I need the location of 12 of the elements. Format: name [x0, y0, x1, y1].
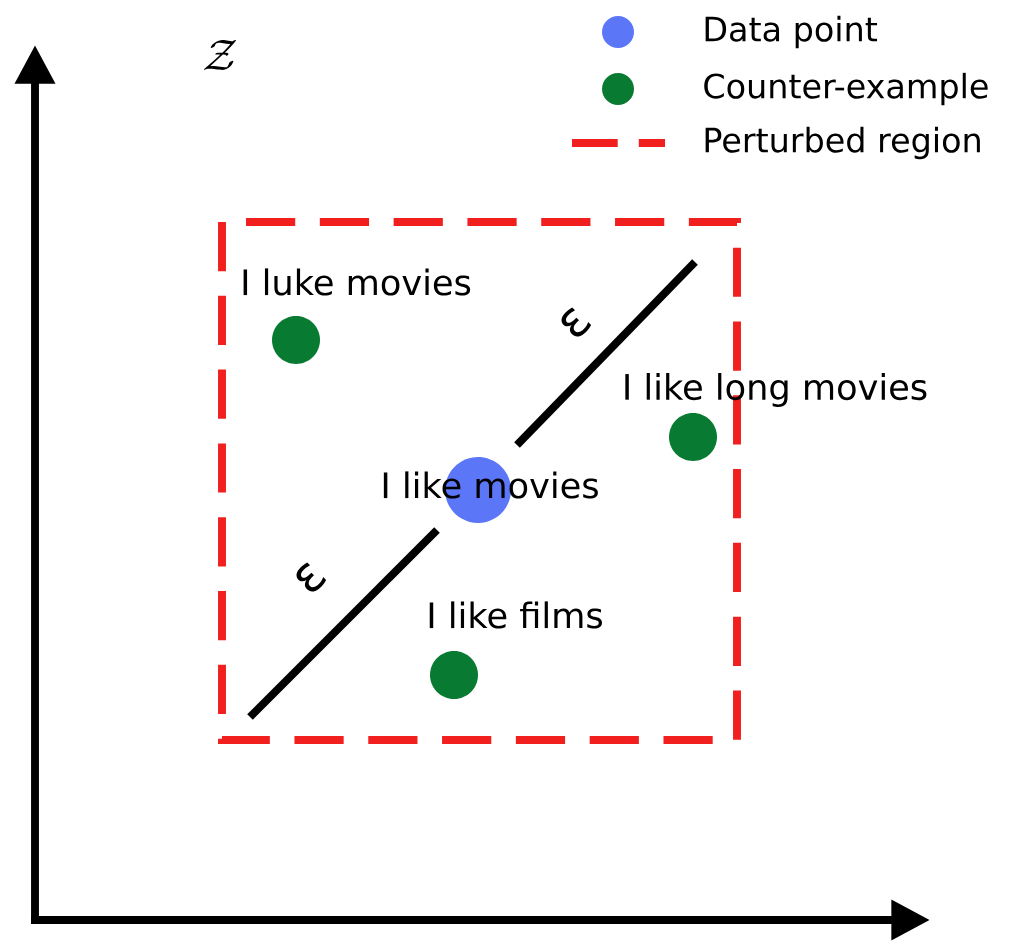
dot: [272, 316, 320, 364]
legend-label: Perturbed region: [705, 126, 980, 160]
dot: [430, 651, 478, 699]
point-label: I luke movies: [243, 268, 471, 296]
legend-label: Data point: [705, 15, 878, 49]
epsilon-label: ε: [296, 562, 327, 592]
epsilon-label: ε: [561, 307, 592, 337]
axis-label: $\mathcal{Z}$: [204, 40, 236, 70]
dot: [669, 413, 717, 461]
legend-label: Counter-example: [704, 72, 988, 106]
point-label: I like films: [429, 601, 602, 629]
point-label: I like long movies: [625, 372, 927, 407]
